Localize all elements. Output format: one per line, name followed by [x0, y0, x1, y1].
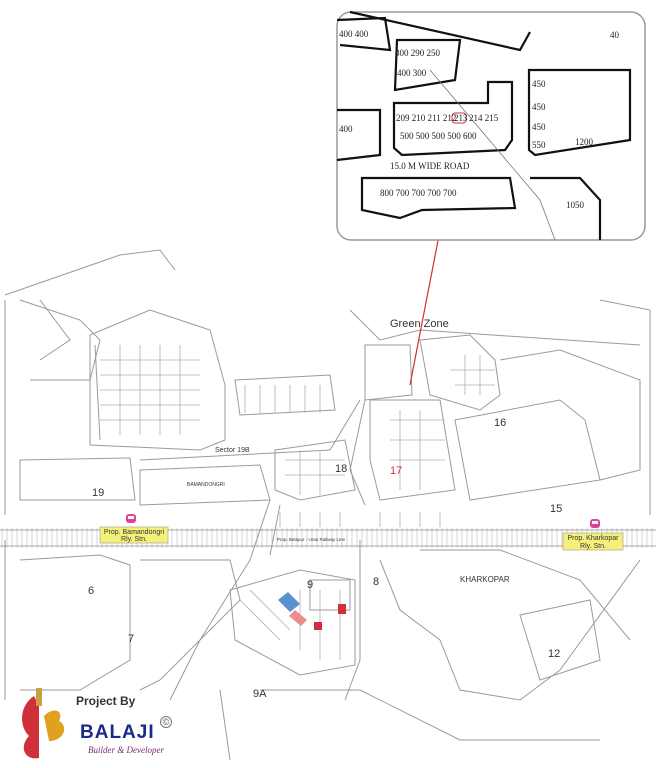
svg-text:400 400: 400 400	[339, 29, 369, 39]
train-icon	[126, 514, 136, 523]
plot-blocks	[100, 345, 495, 660]
sector-16: 16	[494, 417, 506, 429]
svg-text:450: 450	[532, 102, 546, 112]
station-name: Prop. Kharkopar	[568, 535, 620, 542]
road-network	[4, 249, 651, 761]
svg-text:1050: 1050	[566, 200, 585, 210]
svg-text:214 215: 214 215	[469, 113, 499, 123]
sector-15: 15	[550, 503, 562, 515]
svg-text:1200: 1200	[575, 137, 594, 147]
highlighted-plots	[278, 592, 346, 630]
inset-highlighted-plot-marker	[451, 112, 467, 124]
sector-9: 9	[307, 579, 313, 591]
svg-text:400 300: 400 300	[397, 68, 427, 78]
station-bamandongri[interactable]: Prop. Bamandongri Rly. Stn.	[99, 514, 169, 544]
sector-19: 19	[92, 487, 104, 499]
station-kharkopar[interactable]: Prop. Kharkopar Rly. Stn.	[562, 519, 624, 551]
svg-text:40: 40	[610, 30, 620, 40]
sector-12: 12	[548, 648, 560, 660]
sector-7: 7	[128, 633, 134, 645]
label-kharkopar: KHARKOPAR	[460, 575, 510, 584]
inset-road-label: 15.0 M WIDE ROAD	[390, 161, 470, 171]
svg-text:300 290 250: 300 290 250	[395, 48, 441, 58]
project-by-label: Project By	[76, 694, 136, 708]
sector-9a: 9A	[253, 688, 267, 700]
label-bamandongri: BAMANDONGRI	[187, 482, 225, 488]
svg-text:450: 450	[532, 122, 546, 132]
label-sector-19b: Sector 19B	[215, 447, 250, 454]
sector-17: 17	[390, 465, 402, 477]
inset-plot-numbers: 209 210 211 212	[396, 113, 456, 123]
balaji-logo: Project By BALAJI © Builder & Developer	[14, 686, 194, 766]
svg-text:400: 400	[339, 124, 353, 134]
svg-text:450: 450	[532, 79, 546, 89]
svg-text:500 500 500 500 600: 500 500 500 500 600	[400, 131, 477, 141]
sector-8: 8	[373, 576, 379, 588]
copyright-mark: ©	[160, 716, 172, 728]
sector-6: 6	[88, 585, 94, 597]
map-labels: Green Zone Sector 19B BAMANDONGRI KHARKO…	[88, 318, 562, 700]
station-name: Prop. Bamandongri	[104, 529, 165, 536]
logo-tagline: Builder & Developer	[88, 745, 164, 755]
label-green-zone: Green Zone	[390, 318, 449, 330]
label-railway-line: Prop. Belapur - Uran Railway Line	[277, 537, 346, 542]
inset-highlighted-plot: 213	[454, 113, 468, 123]
svg-text:800 700 700 700 700: 800 700 700 700 700	[380, 188, 457, 198]
station-suffix: Rly. Stn.	[121, 536, 147, 543]
sector-18: 18	[335, 463, 347, 475]
logo-name: BALAJI	[80, 722, 155, 743]
station-suffix: Rly. Stn.	[580, 543, 606, 550]
svg-text:550: 550	[532, 140, 546, 150]
inset-map: 300 290 250 400 300 400 400 209 210 211 …	[336, 10, 646, 241]
logo-emblem	[22, 688, 65, 759]
train-icon	[590, 519, 600, 528]
